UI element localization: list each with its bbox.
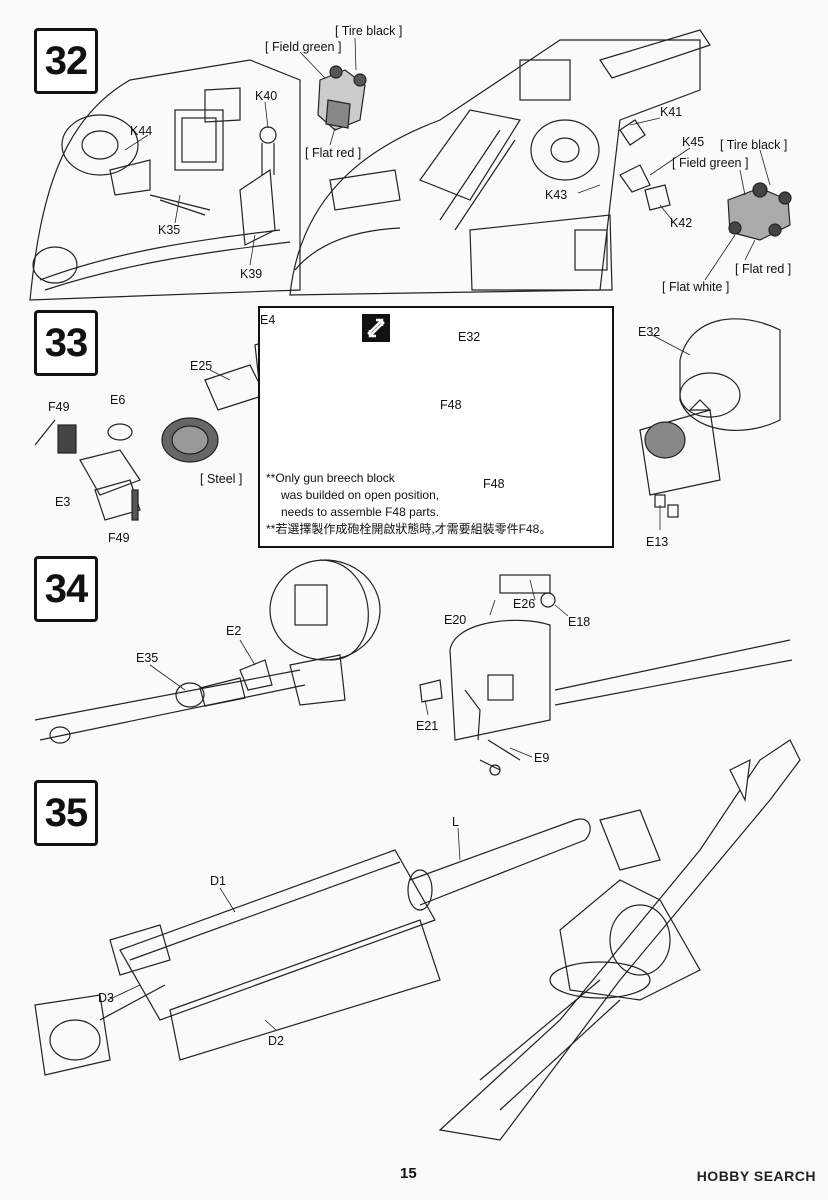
step-number-35: 35 — [34, 780, 98, 846]
label-tire-black: [ Tire black ] — [335, 24, 403, 38]
label-f49-top: F49 — [48, 400, 70, 414]
label-k41: K41 — [660, 105, 683, 119]
label-e2: E2 — [226, 624, 242, 638]
step-number-32: 32 — [34, 28, 98, 94]
step33-left-parts-art — [34, 329, 331, 521]
label-d3: D3 — [98, 991, 114, 1005]
label-e18: E18 — [568, 615, 591, 629]
label-k42: K42 — [670, 216, 693, 230]
step34-barrel-art — [34, 559, 381, 744]
step35-barrel-assembly-art — [34, 818, 591, 1076]
label-k44: K44 — [130, 124, 153, 138]
label-k45: K45 — [682, 135, 705, 149]
label-f48-bottom: F48 — [483, 477, 505, 491]
label-l: L — [452, 815, 459, 829]
label-e26: E26 — [513, 597, 536, 611]
label-flat-red-right: [ Flat red ] — [735, 262, 792, 276]
label-field-green-right: [ Field green ] — [672, 156, 749, 170]
breech-block-note: **Only gun breech block was builded on o… — [266, 470, 606, 538]
note-line-4: **若選擇製作成砲栓開啟狀態時,才需要組裝零件F48。 — [266, 522, 552, 536]
step32-painted-part-art — [317, 65, 367, 131]
label-d1: D1 — [210, 874, 226, 888]
step-number-34: 34 — [34, 556, 98, 622]
label-tire-black-right: [ Tire black ] — [720, 138, 788, 152]
step-number-33: 33 — [34, 310, 98, 376]
label-e25: E25 — [190, 359, 213, 373]
label-e35: E35 — [136, 651, 159, 665]
step32-right-painted-part-art — [727, 182, 792, 241]
note-line-2: was builded on open position, — [281, 488, 440, 502]
label-steel: [ Steel ] — [200, 472, 243, 486]
label-e4: E4 — [260, 313, 276, 327]
label-field-green: [ Field green ] — [265, 40, 342, 54]
swap-arrows-icon — [367, 318, 385, 338]
label-k39: K39 — [240, 267, 263, 281]
note-line-3: needs to assemble F48 parts. — [281, 505, 440, 519]
page-number: 15 — [400, 1165, 417, 1182]
label-f48-top: F48 — [440, 398, 462, 412]
note-line-1: **Only gun breech block — [266, 471, 395, 485]
step34-right-assembly-art — [419, 574, 793, 776]
label-e6: E6 — [110, 393, 126, 407]
optional-note-box — [258, 306, 614, 548]
step35-complete-art — [438, 739, 801, 1141]
label-k40: K40 — [255, 89, 278, 103]
label-e9: E9 — [534, 751, 550, 765]
label-d2: D2 — [268, 1034, 284, 1048]
label-e20: E20 — [444, 613, 467, 627]
label-e13: E13 — [646, 535, 669, 549]
label-flat-red: [ Flat red ] — [305, 146, 362, 160]
label-e21: E21 — [416, 719, 439, 733]
label-f49-bottom: F49 — [108, 531, 130, 545]
label-e3: E3 — [55, 495, 71, 509]
site-watermark: HOBBY SEARCH — [696, 1168, 816, 1184]
label-flat-white: [ Flat white ] — [662, 280, 730, 294]
step33-right-assembly-art — [639, 318, 781, 518]
step32-right-assembly-art — [289, 29, 711, 296]
label-e32-box: E32 — [458, 330, 481, 344]
step32-left-assembly-art — [29, 59, 301, 301]
alternate-assembly-icon — [362, 314, 390, 342]
label-k43: K43 — [545, 188, 568, 202]
label-e32-right: E32 — [638, 325, 661, 339]
label-k35: K35 — [158, 223, 181, 237]
